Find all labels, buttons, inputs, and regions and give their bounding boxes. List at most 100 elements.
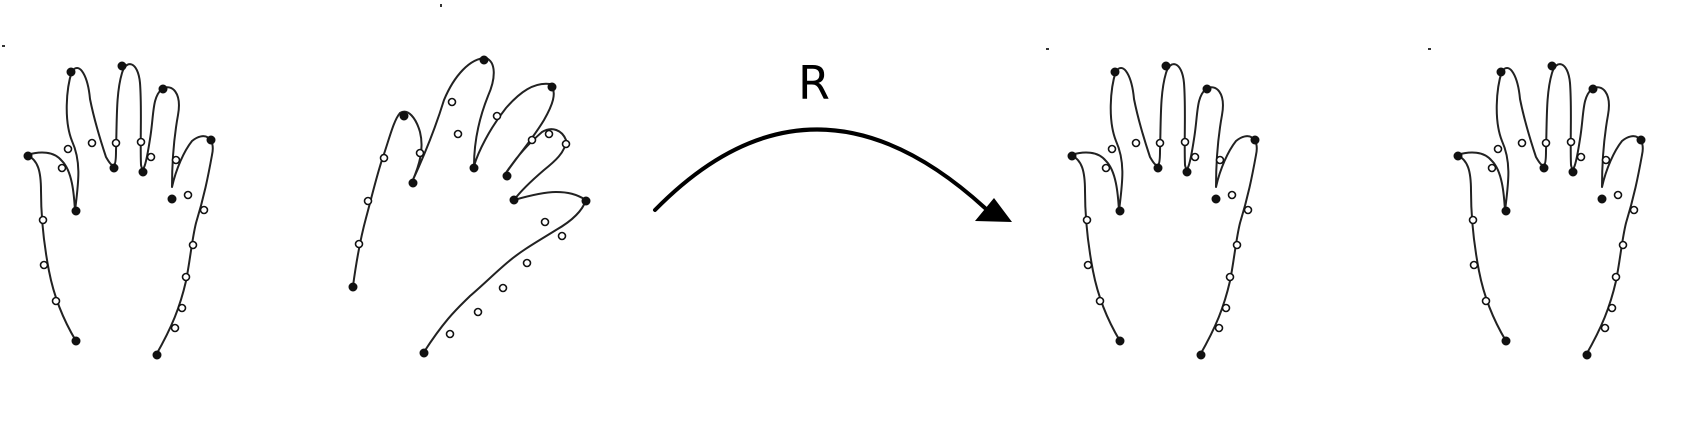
stray-mark bbox=[1046, 48, 1049, 50]
landmark-extremity bbox=[1211, 194, 1221, 204]
landmark-extremity bbox=[348, 282, 358, 292]
landmark-intermediate bbox=[453, 129, 463, 139]
hand-outline-target-b bbox=[1453, 61, 1646, 360]
landmark-intermediate bbox=[1468, 215, 1478, 225]
landmark-intermediate bbox=[498, 283, 508, 293]
stray-mark bbox=[440, 4, 442, 7]
landmark-extremity bbox=[1568, 167, 1578, 177]
landmark-intermediate bbox=[561, 139, 571, 149]
landmark-intermediate bbox=[540, 217, 550, 227]
landmark-intermediate bbox=[136, 137, 146, 147]
landmark-extremity bbox=[1196, 350, 1206, 360]
landmark-intermediate bbox=[1576, 152, 1586, 162]
landmark-intermediate bbox=[1095, 296, 1105, 306]
landmark-intermediate bbox=[522, 258, 532, 268]
landmark-extremity bbox=[117, 61, 127, 71]
stray-mark bbox=[1428, 48, 1431, 50]
landmark-intermediate bbox=[1566, 137, 1576, 147]
hand-contour bbox=[1070, 63, 1258, 356]
landmark-extremity bbox=[1202, 84, 1212, 94]
landmark-extremity bbox=[167, 194, 177, 204]
hand-contour bbox=[352, 57, 587, 353]
landmark-extremity bbox=[206, 135, 216, 145]
landmark-extremity bbox=[1153, 163, 1163, 173]
landmark-intermediate bbox=[1232, 240, 1242, 250]
landmark-intermediate bbox=[1607, 303, 1617, 313]
landmark-intermediate bbox=[1613, 190, 1623, 200]
landmark-intermediate bbox=[1082, 215, 1092, 225]
landmark-extremity bbox=[509, 195, 519, 205]
landmark-intermediate bbox=[1214, 323, 1224, 333]
landmark-intermediate bbox=[1243, 205, 1253, 215]
landmark-intermediate bbox=[170, 323, 180, 333]
landmark-intermediate bbox=[1481, 296, 1491, 306]
hand-outline-tilted bbox=[348, 55, 591, 358]
landmark-intermediate bbox=[379, 153, 389, 163]
landmark-intermediate bbox=[1611, 272, 1621, 282]
landmark-extremity bbox=[1496, 67, 1506, 77]
landmark-intermediate bbox=[1215, 155, 1225, 165]
landmark-intermediate bbox=[181, 272, 191, 282]
landmark-extremity bbox=[479, 55, 489, 65]
landmark-extremity bbox=[1582, 350, 1592, 360]
landmark-extremity bbox=[138, 167, 148, 177]
transform-arrow bbox=[653, 127, 1012, 222]
landmark-intermediate bbox=[1629, 205, 1639, 215]
landmark-intermediate bbox=[492, 111, 502, 121]
landmark-extremity bbox=[1588, 84, 1598, 94]
landmark-extremity bbox=[1539, 163, 1549, 173]
landmark-intermediate bbox=[183, 190, 193, 200]
landmark-extremity bbox=[1115, 206, 1125, 216]
landmark-extremity bbox=[408, 178, 418, 188]
landmark-intermediate bbox=[111, 138, 121, 148]
arrowhead-icon bbox=[975, 198, 1012, 222]
landmark-extremity bbox=[152, 350, 162, 360]
landmark-intermediate bbox=[473, 307, 483, 317]
landmark-intermediate bbox=[51, 296, 61, 306]
landmark-intermediate bbox=[1541, 138, 1551, 148]
landmark-extremity bbox=[581, 196, 591, 206]
landmark-extremity bbox=[1453, 151, 1463, 161]
landmark-intermediate bbox=[557, 231, 567, 241]
transform-label: R bbox=[798, 56, 830, 110]
landmark-intermediate bbox=[1131, 138, 1141, 148]
landmark-intermediate bbox=[1155, 138, 1165, 148]
landmark-intermediate bbox=[1083, 260, 1093, 270]
landmark-intermediate bbox=[1517, 138, 1527, 148]
landmark-extremity bbox=[399, 111, 409, 121]
landmark-extremity bbox=[1182, 167, 1192, 177]
landmark-intermediate bbox=[1493, 144, 1503, 154]
landmark-extremity bbox=[1115, 336, 1125, 346]
landmark-extremity bbox=[1547, 61, 1557, 71]
landmark-extremity bbox=[502, 171, 512, 181]
transform-arrow-curve bbox=[653, 127, 987, 212]
landmark-intermediate bbox=[39, 260, 49, 270]
landmark-intermediate bbox=[363, 196, 373, 206]
hand-contour bbox=[26, 63, 214, 356]
landmark-intermediate bbox=[63, 144, 73, 154]
landmark-extremity bbox=[547, 82, 557, 92]
landmark-extremity bbox=[71, 206, 81, 216]
hand-outline-target-a bbox=[1067, 61, 1260, 360]
landmark-intermediate bbox=[199, 205, 209, 215]
landmark-intermediate bbox=[1101, 163, 1111, 173]
landmark-intermediate bbox=[1487, 163, 1497, 173]
landmark-extremity bbox=[1067, 151, 1077, 161]
landmark-intermediate bbox=[354, 239, 364, 249]
landmark-extremity bbox=[158, 84, 168, 94]
landmark-intermediate bbox=[1225, 272, 1235, 282]
landmark-intermediate bbox=[87, 138, 97, 148]
landmark-extremity bbox=[66, 67, 76, 77]
landmark-intermediate bbox=[544, 129, 554, 139]
landmark-intermediate bbox=[1601, 155, 1611, 165]
landmark-extremity bbox=[1161, 61, 1171, 71]
landmark-intermediate bbox=[1618, 240, 1628, 250]
landmark-intermediate bbox=[527, 135, 537, 145]
landmark-intermediate bbox=[447, 97, 457, 107]
landmark-extremity bbox=[1636, 135, 1646, 145]
landmark-intermediate bbox=[1190, 152, 1200, 162]
landmark-intermediate bbox=[1180, 137, 1190, 147]
landmark-intermediate bbox=[1469, 260, 1479, 270]
landmark-extremity bbox=[71, 336, 81, 346]
